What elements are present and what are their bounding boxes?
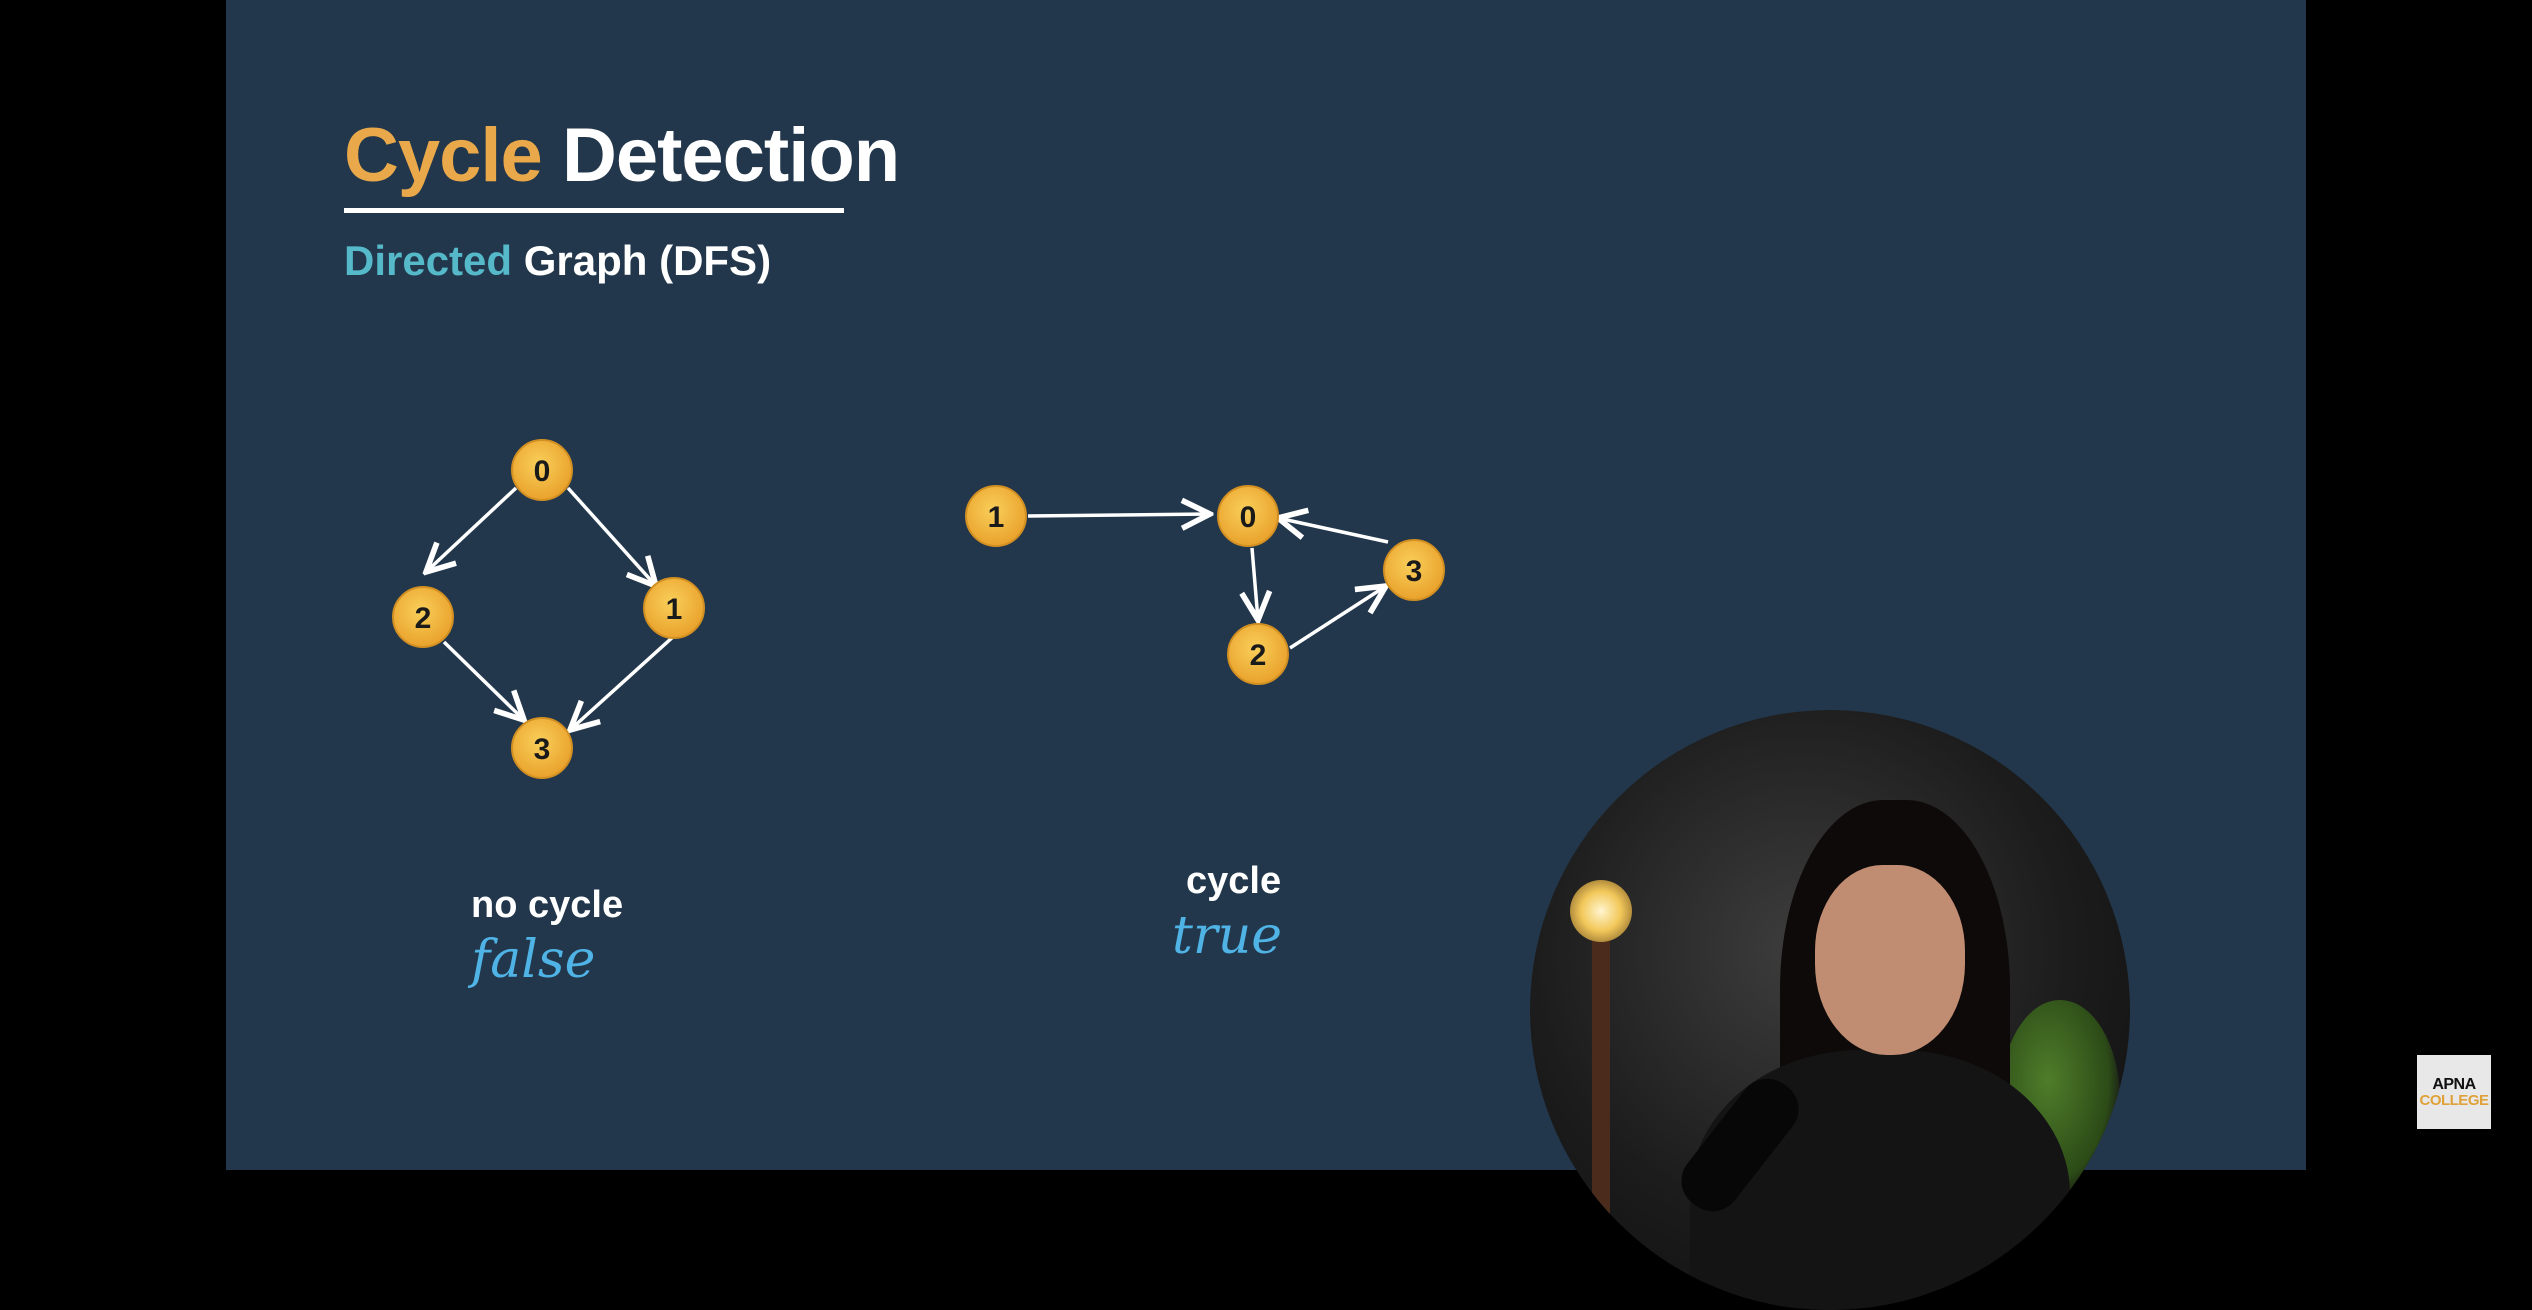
node-label: 0 [1240,501,1257,534]
title-word-cycle: Cycle [344,113,543,198]
left-graph-node-1: 1 [643,577,705,639]
node-label: 3 [534,733,551,766]
title-underline [344,208,844,213]
edge-2-to-3 [1289,586,1386,650]
right-graph-node-3: 3 [1383,539,1445,601]
edge-0-to-2 [1252,547,1258,620]
subtitle-rest: Graph (DFS) [523,237,772,284]
slide-subtitle: Directed Graph (DFS) [344,240,771,282]
edge-1-to-0 [1027,514,1210,516]
left-graph-node-2: 2 [392,586,454,648]
lamp-stand [1592,940,1610,1310]
left-graph-caption: no cycle [471,884,624,926]
slide-title: Cycle Detection [344,118,900,194]
node-label: 1 [988,501,1005,534]
logo-line-2: COLLEGE [2419,1091,2489,1109]
right-graph-node-2: 2 [1227,623,1289,685]
slide: Cycle Detection Directed Graph (DFS) 0 [226,0,2306,1170]
edge-0-to-1 [566,486,656,586]
subtitle-word-directed: Directed [344,237,513,284]
node-label: 1 [666,593,683,626]
channel-logo: APNA COLLEGE [2417,1055,2491,1129]
edge-3-to-0 [1278,518,1389,544]
edge-0-to-2 [426,486,518,572]
right-graph-caption: cycle [1186,860,1282,902]
logo-line-1: APNA [2432,1075,2476,1093]
right-graph-node-1: 1 [965,485,1027,547]
node-label: 2 [1250,639,1267,672]
right-graph-node-0: 0 [1217,485,1279,547]
graph-diagrams: 0 1 2 3 1 0 [392,439,1445,779]
edge-1-to-3 [570,634,676,730]
left-graph-node-3: 3 [511,717,573,779]
title-word-detection: Detection [561,113,900,198]
left-graph-edges [426,486,676,730]
node-label: 3 [1406,555,1423,588]
node-label: 0 [534,455,551,488]
left-graph-node-0: 0 [511,439,573,501]
right-graph-edges [1027,514,1389,650]
lamp [1570,880,1632,942]
right-graph-result: true [1172,906,1283,966]
left-graph-result: false [471,930,596,990]
presenter-webcam [1530,710,2130,1310]
presenter-face [1815,865,1965,1055]
edge-2-to-3 [442,640,524,720]
node-label: 2 [415,602,432,635]
